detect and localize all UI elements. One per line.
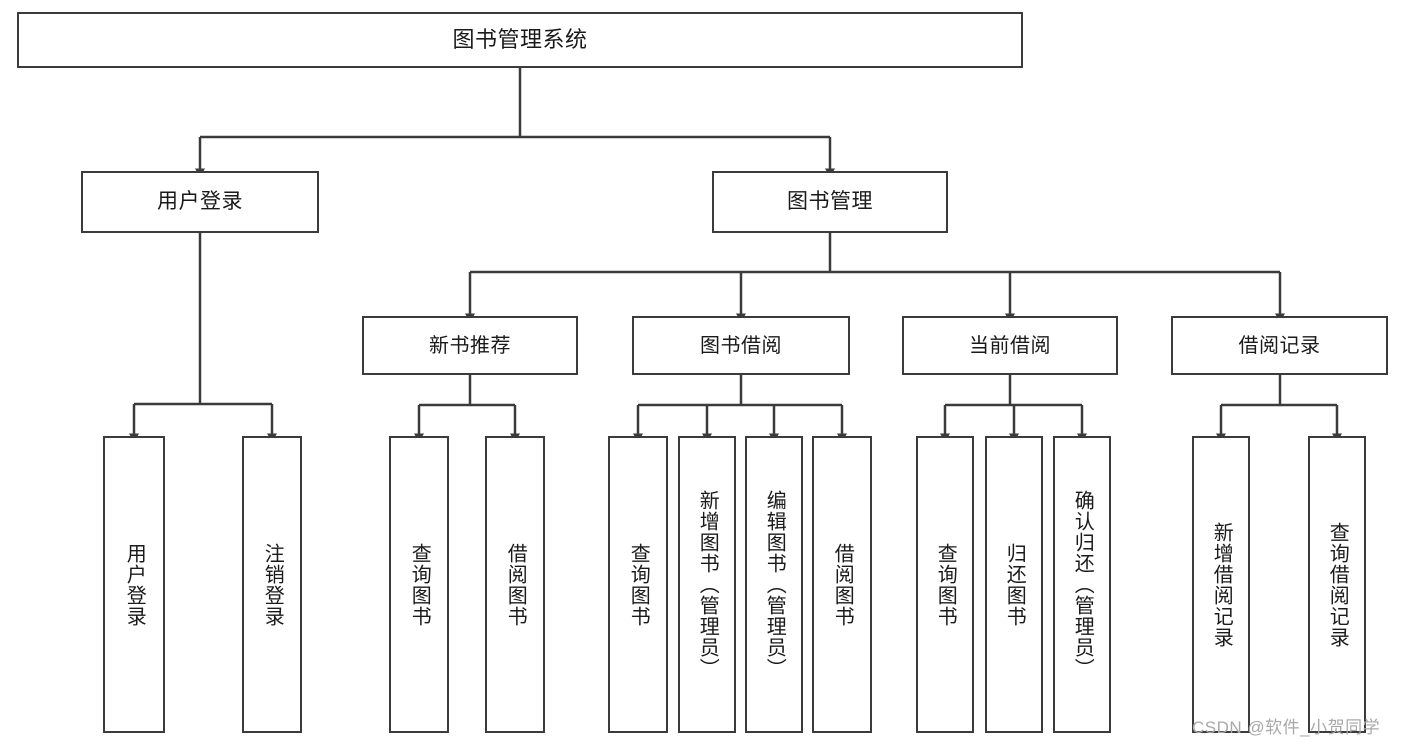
node-leaf-add-record[interactable]: 新增借阅记录 (1192, 436, 1250, 733)
node-leaf-confirm-return[interactable]: 确认归还（管理员） (1053, 436, 1111, 733)
node-user-login[interactable]: 用户登录 (81, 171, 319, 233)
node-root[interactable]: 图书管理系统 (17, 12, 1023, 68)
node-borrow-record[interactable]: 借阅记录 (1171, 316, 1388, 375)
node-leaf-query-book-1[interactable]: 查询图书 (389, 436, 449, 733)
node-label: 查询借阅记录 (1326, 521, 1349, 648)
node-leaf-logout[interactable]: 注销登录 (242, 436, 302, 733)
node-label: 确认归还（管理员） (1071, 490, 1094, 679)
node-leaf-query-book-2[interactable]: 查询图书 (608, 436, 668, 733)
node-leaf-add-book[interactable]: 新增图书（管理员） (678, 436, 736, 733)
node-label: 新增图书（管理员） (696, 490, 719, 679)
node-label: 新书推荐 (429, 334, 511, 357)
node-book-borrow[interactable]: 图书借阅 (632, 316, 850, 375)
node-label: 查询图书 (934, 542, 957, 627)
node-label: 借阅记录 (1238, 334, 1321, 357)
node-label: 图书借阅 (700, 334, 782, 357)
node-label: 新增借阅记录 (1210, 521, 1233, 648)
node-label: 图书管理 (787, 190, 873, 214)
node-leaf-edit-book[interactable]: 编辑图书（管理员） (745, 436, 803, 733)
node-leaf-borrow-book-2[interactable]: 借阅图书 (812, 436, 872, 733)
node-leaf-query-record[interactable]: 查询借阅记录 (1308, 436, 1366, 733)
node-label: 当前借阅 (969, 334, 1051, 357)
node-label: 归还图书 (1003, 542, 1026, 627)
node-label: 查询图书 (627, 542, 650, 627)
node-label: 用户登录 (157, 190, 243, 214)
node-label: 查询图书 (408, 542, 431, 627)
node-leaf-user-login[interactable]: 用户登录 (103, 436, 165, 733)
node-label: 注销登录 (261, 542, 284, 627)
node-label: 编辑图书（管理员） (763, 490, 786, 679)
node-label: 用户登录 (123, 542, 146, 627)
node-label: 借阅图书 (831, 542, 854, 627)
node-label: 借阅图书 (504, 542, 527, 627)
node-new-book-rec[interactable]: 新书推荐 (362, 316, 578, 375)
node-book-manage[interactable]: 图书管理 (712, 171, 948, 233)
node-leaf-query-book-3[interactable]: 查询图书 (916, 436, 974, 733)
node-current-borrow[interactable]: 当前借阅 (902, 316, 1118, 375)
node-leaf-return-book[interactable]: 归还图书 (985, 436, 1043, 733)
node-label: 图书管理系统 (452, 26, 588, 52)
node-leaf-borrow-book-1[interactable]: 借阅图书 (485, 436, 545, 733)
connector-group (129, 68, 1342, 443)
